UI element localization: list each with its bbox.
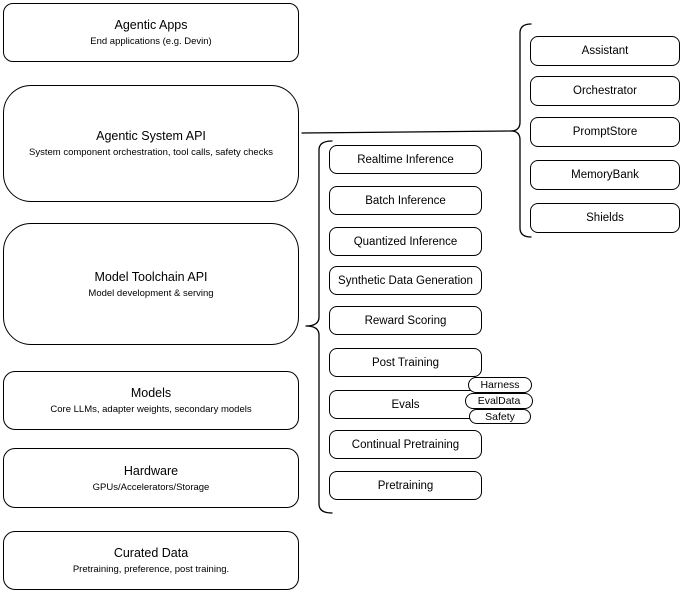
box-title: Models <box>130 386 172 400</box>
box-orchestrator: Orchestrator <box>530 76 680 106</box>
tag-harness: Harness <box>468 377 532 393</box>
connector-system-api-to-components <box>301 130 512 134</box>
box-hardware: Hardware GPUs/Accelerators/Storage <box>3 448 299 508</box>
box-subtitle: GPUs/Accelerators/Storage <box>92 481 210 493</box>
box-subtitle: Core LLMs, adapter weights, secondary mo… <box>50 404 252 415</box>
box-promptstore: PromptStore <box>530 117 680 147</box>
brace-system-components <box>510 23 532 238</box>
box-subtitle: Model development & serving <box>88 287 214 299</box>
box-post-training: Post Training <box>329 348 482 377</box>
box-assistant: Assistant <box>530 36 680 66</box>
box-batch-inference: Batch Inference <box>329 186 482 215</box>
box-evals: Evals <box>329 390 482 419</box>
box-quantized-inference: Quantized Inference <box>329 227 482 256</box>
box-title: Agentic Apps <box>114 18 188 32</box>
box-synthetic-data-generation: Synthetic Data Generation <box>329 266 482 295</box>
box-subtitle: Pretraining, preference, post training. <box>72 564 230 575</box>
box-agentic-system-api: Agentic System API System component orch… <box>3 85 299 202</box>
box-memorybank: MemoryBank <box>530 160 680 190</box>
box-pretraining: Pretraining <box>329 471 482 500</box>
box-reward-scoring: Reward Scoring <box>329 306 482 335</box>
box-models: Models Core LLMs, adapter weights, secon… <box>3 371 299 430</box>
box-title: Model Toolchain API <box>94 269 208 284</box>
box-subtitle: End applications (e.g. Devin) <box>90 36 212 47</box>
box-shields: Shields <box>530 203 680 233</box>
box-curated-data: Curated Data Pretraining, preference, po… <box>3 531 299 590</box>
box-title: Curated Data <box>113 546 189 560</box>
box-continual-pretraining: Continual Pretraining <box>329 430 482 459</box>
box-agentic-apps: Agentic Apps End applications (e.g. Devi… <box>3 3 299 62</box>
tag-evaldata: EvalData <box>465 393 533 409</box>
box-title: Hardware <box>123 463 179 478</box>
box-realtime-inference: Realtime Inference <box>329 145 482 174</box>
box-subtitle: System component orchestration, tool cal… <box>29 147 273 158</box>
box-model-toolchain-api: Model Toolchain API Model development & … <box>3 223 299 345</box>
box-title: Agentic System API <box>96 129 206 143</box>
tag-safety: Safety <box>469 409 531 424</box>
